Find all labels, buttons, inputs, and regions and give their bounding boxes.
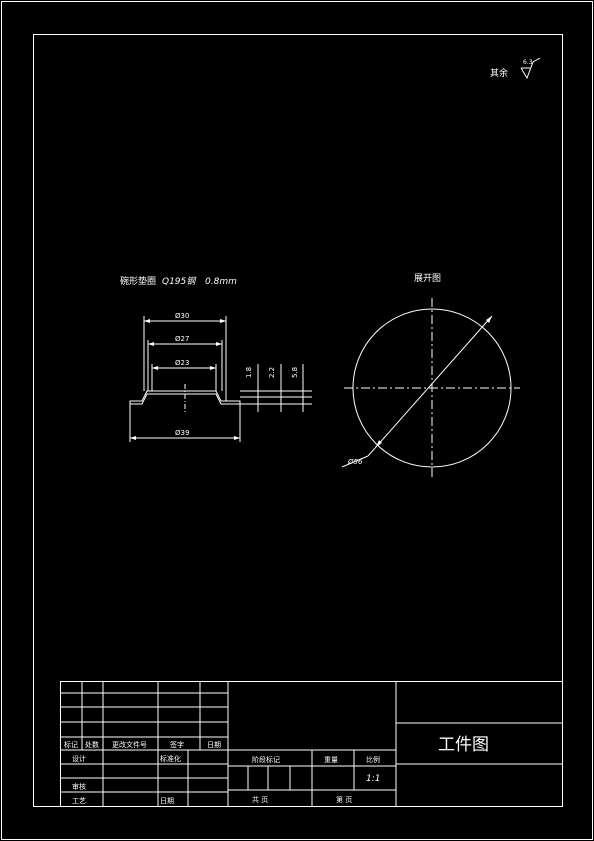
dim-blank: Ø56 <box>347 458 363 466</box>
tb-sheet: 第 页 <box>336 795 352 804</box>
roughness-symbol-icon <box>520 57 541 80</box>
tb-sign: 签字 <box>170 740 184 749</box>
tb-weight: 重量 <box>324 756 338 764</box>
washer-section-view: Ø30 Ø27 Ø23 Ø39 1.8 2.2 5.8 <box>129 312 312 442</box>
unfold-title: 展开图 <box>414 273 441 284</box>
dim-h2: 2.2 <box>268 367 276 378</box>
tb-stage-mark: 阶段标记 <box>252 755 280 764</box>
tb-total: 共 页 <box>252 795 268 804</box>
dim-d27: Ø27 <box>175 335 189 343</box>
blank-dim-line <box>367 315 493 457</box>
dim-h1: 1.8 <box>245 367 253 378</box>
part-material: 碗形垫圈 <box>120 275 156 287</box>
tb-count: 处数 <box>85 740 99 749</box>
unfold-view: Ø56 <box>341 298 520 478</box>
tb-process: 工艺 <box>72 797 86 805</box>
tb-mark: 标记 <box>64 740 78 749</box>
tb-date2: 日期 <box>160 797 174 805</box>
tb-check: 审核 <box>72 782 86 791</box>
part-grade: Q195钢 <box>162 276 197 287</box>
part-thickness: 0.8mm <box>205 277 237 287</box>
tb-standardize: 标准化 <box>160 754 181 763</box>
part-note: 碗形垫圈 Q195钢 0.8mm <box>120 275 237 287</box>
title-block: 标记 处数 更改文件号 签字 日期 设计 标准化 审核 工艺 日期 阶段标记 重… <box>60 681 563 807</box>
tb-doc: 更改文件号 <box>112 740 147 749</box>
dim-d39: Ø39 <box>175 429 189 437</box>
tb-date: 日期 <box>207 741 221 749</box>
tb-scale-value: 1:1 <box>366 774 380 784</box>
tb-design: 设计 <box>72 754 86 763</box>
dim-d23: Ø23 <box>175 359 189 367</box>
tb-scale-label: 比例 <box>366 755 380 764</box>
inner-frame <box>33 34 563 807</box>
roughness-value: 6.3 <box>523 59 533 66</box>
roughness-note: 其余 6.3 <box>490 57 541 80</box>
dim-h3: 5.8 <box>291 367 299 378</box>
roughness-label: 其余 <box>490 67 508 79</box>
tb-drawing-name: 工件图 <box>438 735 489 755</box>
dim-d30: Ø30 <box>175 312 189 320</box>
